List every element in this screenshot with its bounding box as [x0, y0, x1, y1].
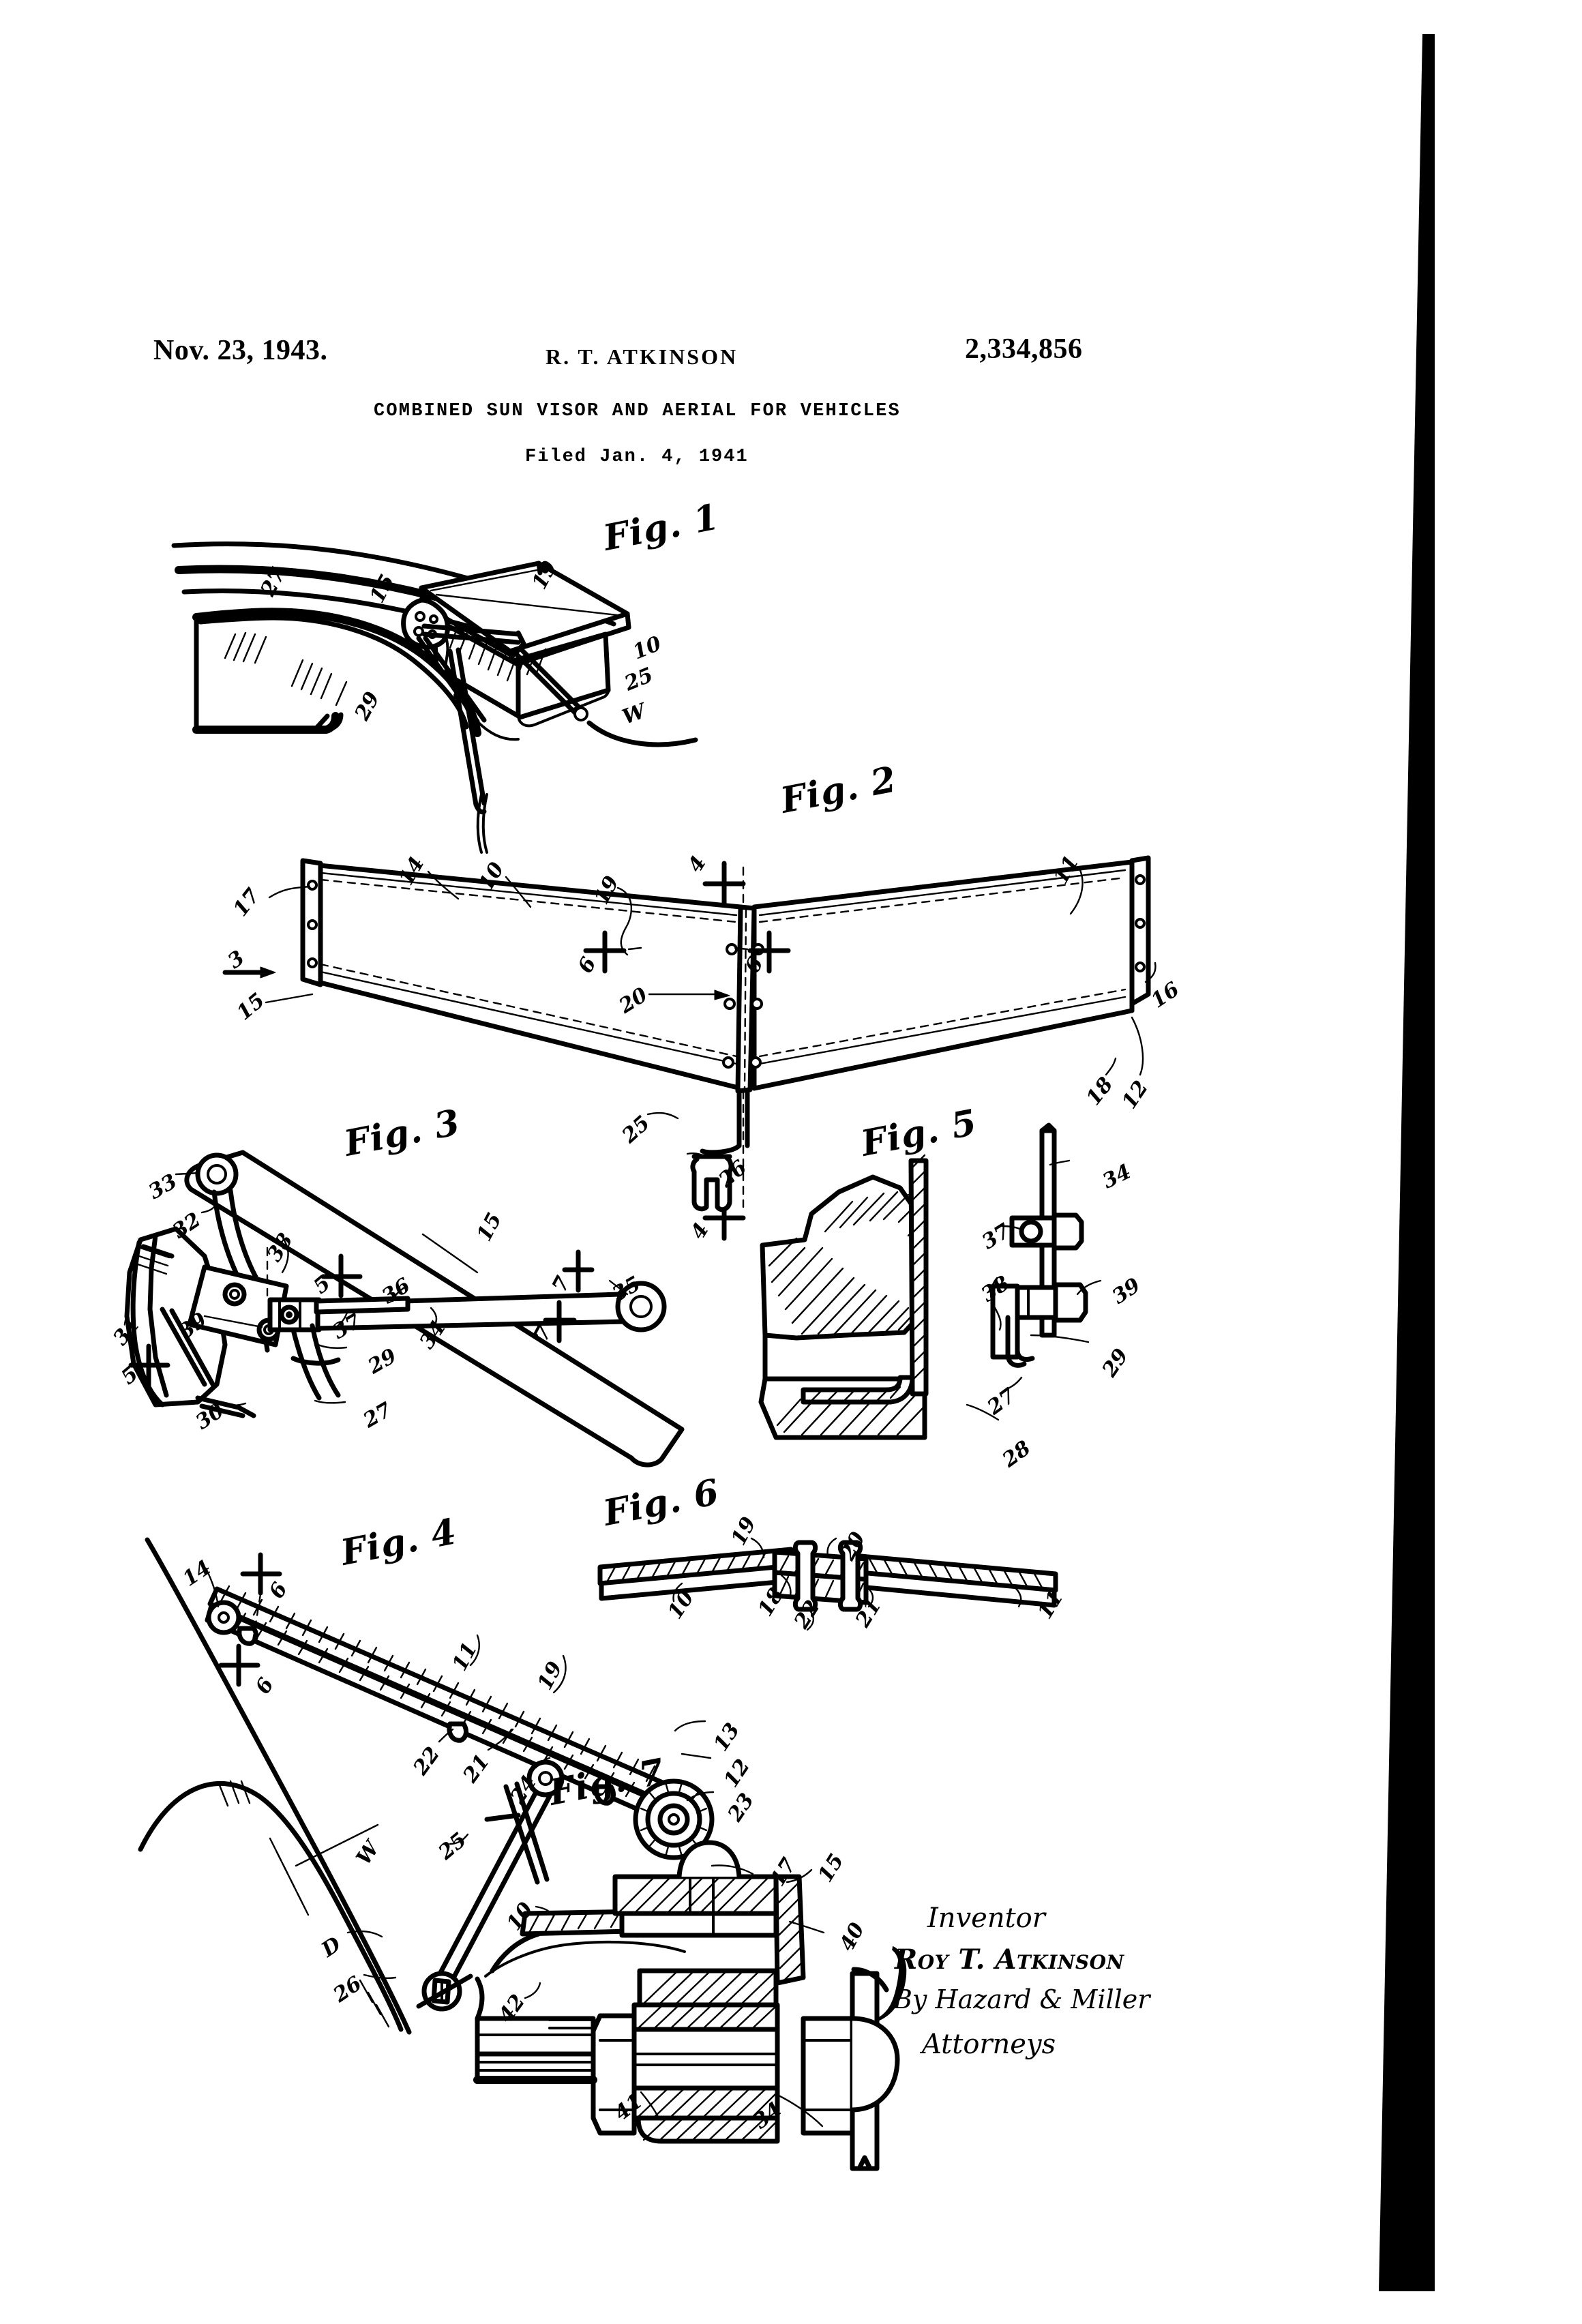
filing-date: Filed Jan. 4, 1941 [525, 447, 749, 467]
fig4-drawing [138, 1537, 715, 2035]
signature-brace: ) [880, 1933, 912, 2028]
fig2-drawing [222, 855, 1156, 1241]
patent-title: COMBINED SUN VISOR AND AERIAL FOR VEHICL… [374, 401, 901, 421]
inventor-signature: Roy T. Atkinson [895, 1943, 1124, 1976]
fig3-drawing [124, 1150, 685, 1468]
inventor-initials: R. T. ATKINSON [546, 344, 738, 369]
scan-edge-artifact [1379, 34, 1435, 2291]
patent-date: Nov. 23, 1943. [153, 335, 328, 366]
fig6-drawing [597, 1537, 1058, 1631]
patent-number: 2,334,856 [965, 333, 1083, 365]
attorney-signature: By Hazard & Miller [893, 1984, 1150, 2014]
inventor-label: Inventor [927, 1903, 1045, 1934]
fig1-drawing [171, 541, 698, 854]
fig5-drawing [758, 1122, 1102, 1440]
fig7-drawing [473, 1781, 900, 2171]
attorneys-label: Attorneys [922, 2029, 1056, 2060]
